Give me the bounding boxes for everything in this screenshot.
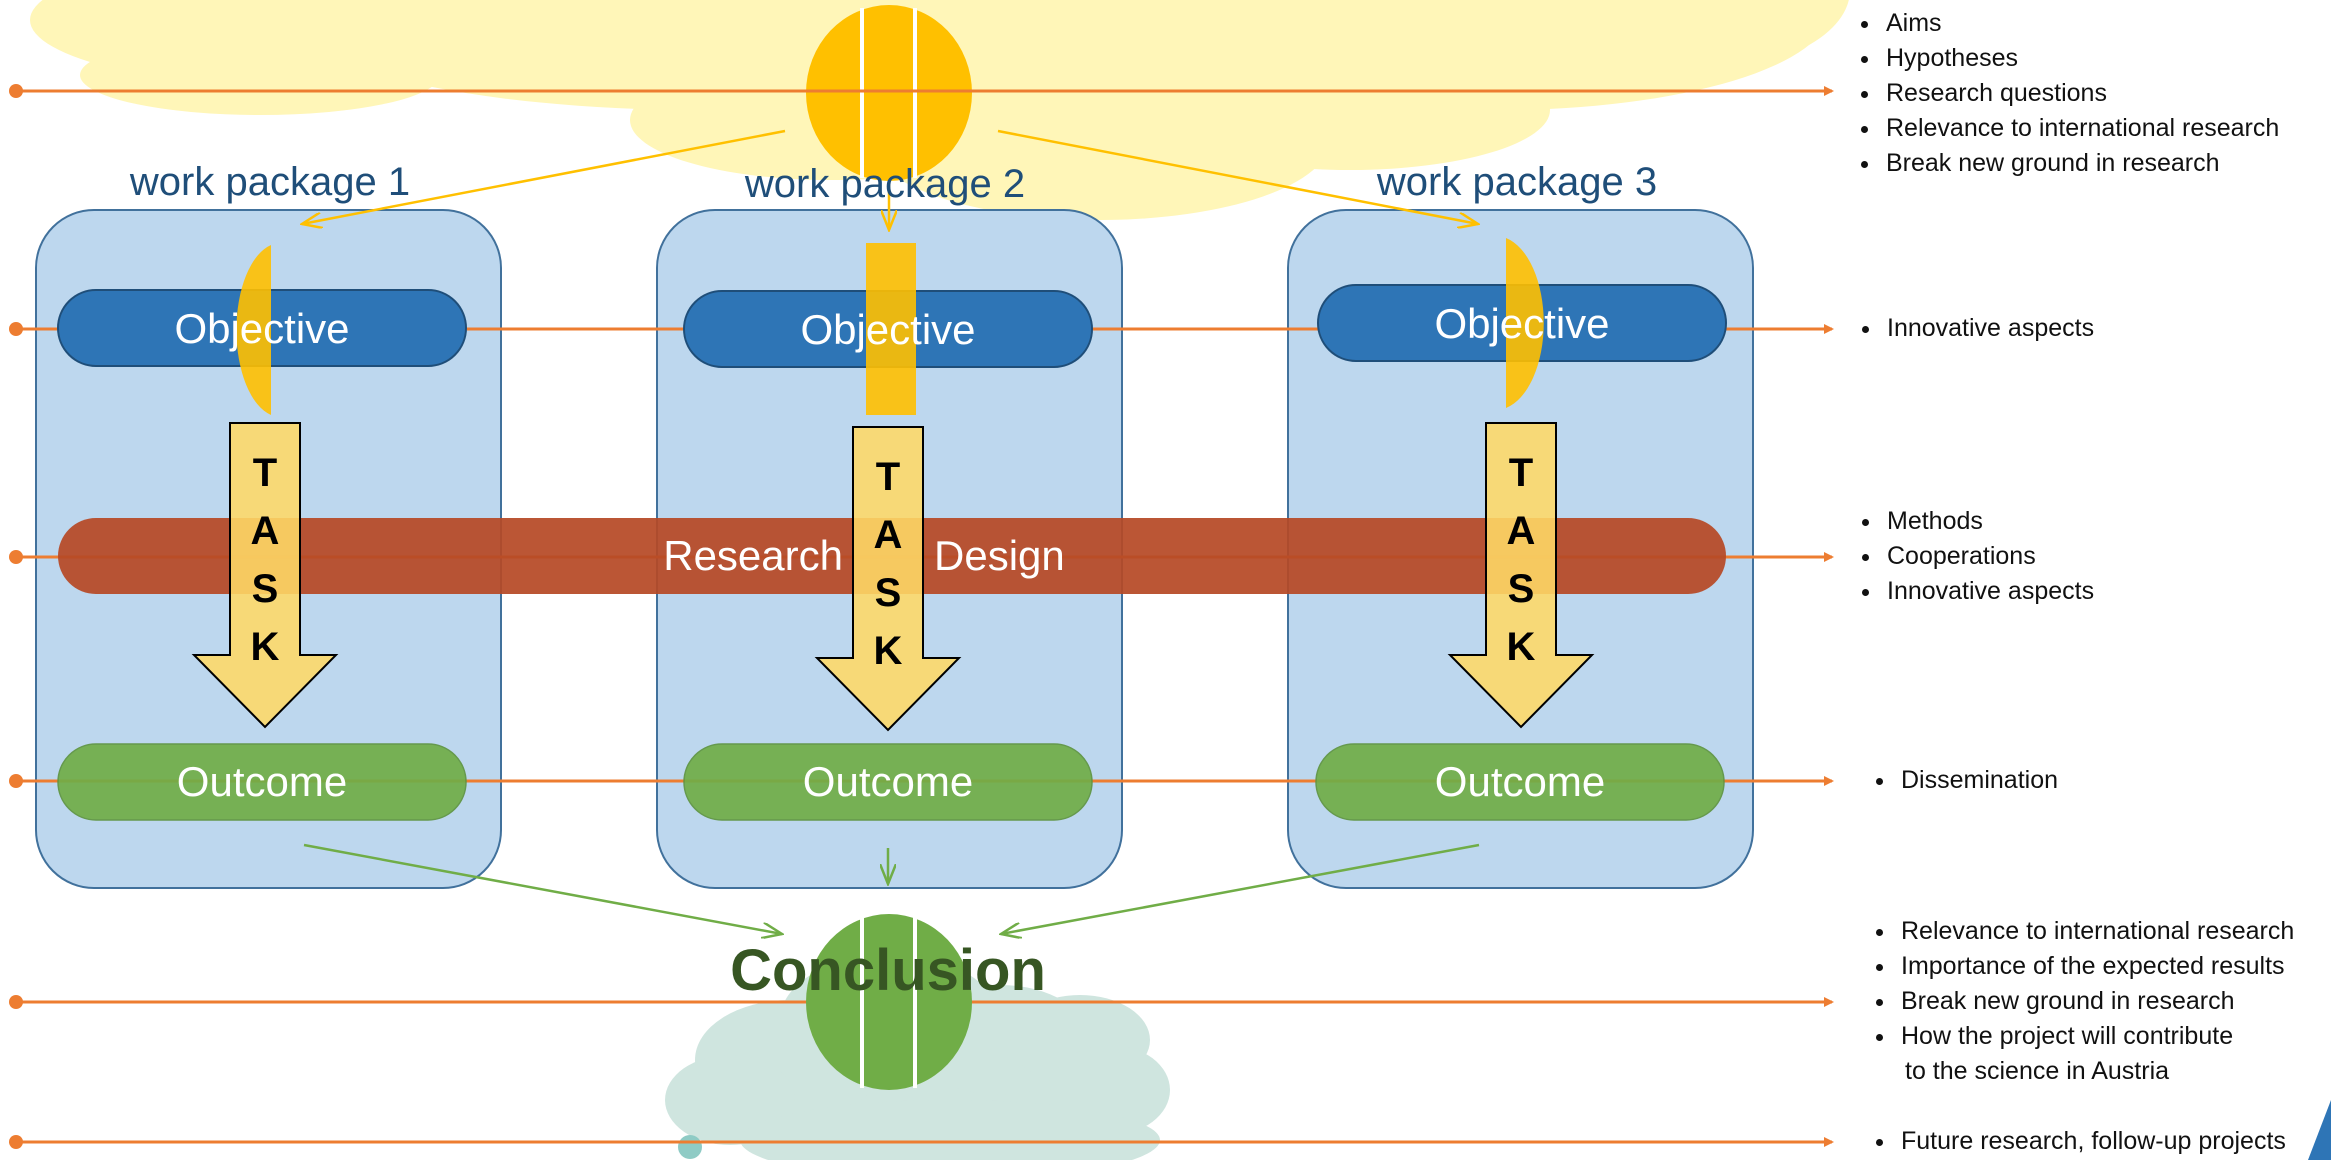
objective-label-2: Objective [800,306,975,353]
research-design-bullet-list: Methods Cooperations Innovative aspects [1845,504,2094,609]
outcome-pill-1 [57,743,467,821]
objective-label-1: Objective [174,305,349,352]
work-package-1-title: work package 1 [129,160,411,204]
task-letter: S [1508,567,1535,611]
sun-fragment-2 [866,243,916,415]
task-letters-3: T A S K [1507,451,1536,669]
outcome-pill-3 [1315,743,1725,821]
outcome-arrow-3 [1001,843,1480,934]
list-item: to the science in Austria [1905,1057,2170,1085]
task-letter: K [1507,625,1536,669]
list-item: Future research, follow-up projects [1897,1124,2286,1159]
task-letter: T [1509,451,1533,495]
task-letter: A [874,513,903,557]
conclusion-sun [806,914,972,1090]
task-letters-1: T A S K [251,451,280,669]
objective-bullet-list: Innovative aspects [1845,311,2094,346]
outcome-label-1: Outcome [177,758,347,805]
list-item: Cooperations [1883,539,2094,574]
outcome-label-3: Outcome [1435,758,1605,805]
list-item: Methods [1883,504,2094,539]
list-item: How the project will contribute [1897,1019,2294,1054]
research-label: Research [663,532,843,579]
future-bullet-list: Future research, follow-up projects [1859,1124,2286,1159]
outcome-arrow-1 [303,843,782,934]
outcome-bullet-list: Dissemination [1859,763,2058,798]
list-item: Hypotheses [1882,41,2279,76]
outcome-pill-2 [683,743,1093,821]
conclusion-bullet-list: Relevance to international research Impo… [1859,914,2294,1089]
task-letter: A [251,509,280,553]
corner-decoration [2308,1100,2331,1160]
sun-arrow-wp1 [302,129,786,224]
list-item: Importance of the expected results [1897,949,2294,984]
task-letter: T [876,455,900,499]
task-letter: S [875,571,902,615]
task-letters-2: T A S K [874,455,903,673]
list-item: Aims [1882,6,2279,41]
task-arrow-3 [1447,422,1595,729]
task-letter: K [251,625,280,669]
sun-fragment-1 [236,245,271,415]
design-label: Design [934,532,1065,579]
aims-bullet-list: Aims Hypotheses Research questions Relev… [1844,6,2279,181]
conclusion-label: Conclusion [730,938,1046,1003]
outcome-label-2: Outcome [803,758,973,805]
list-item: Innovative aspects [1883,574,2094,609]
list-item: Innovative aspects [1883,311,2094,346]
task-arrow-1 [191,422,339,729]
task-letter: T [253,451,277,495]
list-item: Break new ground in research [1897,984,2294,1019]
work-package-2-title: work package 2 [744,162,1026,206]
cloud-dot [678,1135,702,1159]
list-item: Research questions [1882,76,2279,111]
task-letter: K [874,629,903,673]
work-package-3-title: work package 3 [1376,160,1658,204]
task-letter: A [1507,509,1536,553]
objective-label-3: Objective [1434,300,1609,347]
sun-fragment-3 [1506,238,1544,408]
list-item: Relevance to international research [1882,111,2279,146]
task-letter: S [252,567,279,611]
task-arrow-2 [814,426,962,732]
sun-arrow-wp3 [997,129,1478,224]
list-item: Dissemination [1897,763,2058,798]
top-sun [806,5,972,181]
list-item: Relevance to international research [1897,914,2294,949]
list-item: Break new ground in research [1882,146,2279,181]
